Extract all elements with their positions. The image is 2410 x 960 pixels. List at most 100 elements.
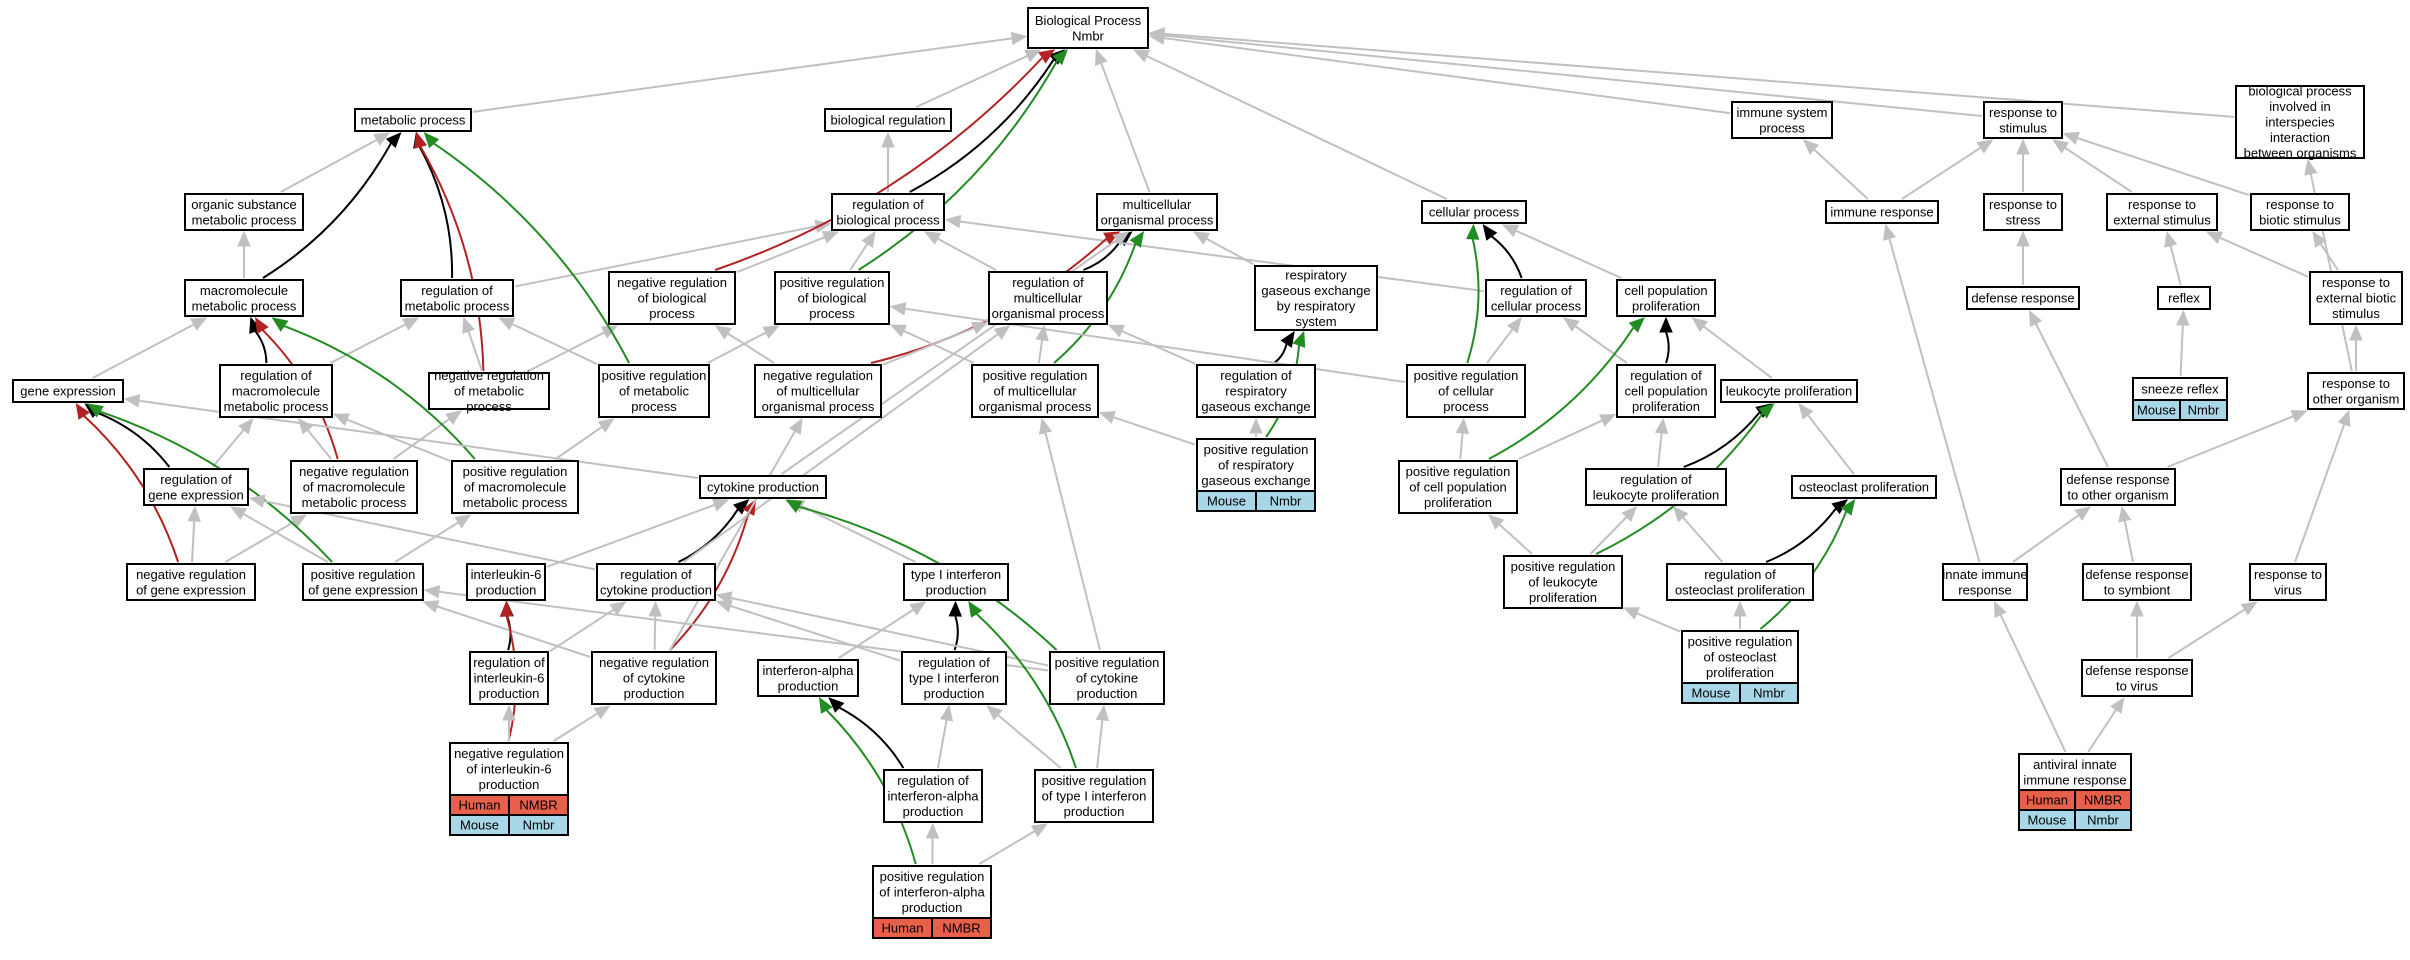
node-box [1666, 563, 1814, 601]
node-label-line: process [631, 399, 677, 414]
edge-arrowhead [597, 418, 615, 433]
go-term-op[interactable]: osteoclast proliferation [1791, 475, 1937, 499]
node-label-line: response to [2254, 567, 2322, 582]
node-label-line: production [476, 582, 537, 597]
node-box [219, 364, 333, 418]
node-label-line: organismal process [1101, 212, 1214, 227]
go-term-cp[interactable]: cellular process [1421, 200, 1527, 224]
go-term-ge[interactable]: gene expression [12, 379, 124, 403]
go-term-reflex[interactable]: reflex [2157, 286, 2211, 310]
node-box [1942, 563, 2028, 601]
go-term-br[interactable]: biological regulation [824, 108, 952, 132]
edge-line [1466, 238, 1480, 364]
edge-arrowhead [290, 514, 308, 529]
go-term-sr[interactable]: sneeze reflex [2132, 377, 2228, 401]
go-term-dr[interactable]: defense response [1966, 286, 2080, 310]
node-box [598, 364, 710, 418]
go-term-lp[interactable]: leukocyte proliferation [1720, 379, 1858, 403]
edge-isa-prcpp-rcpp [1518, 414, 1617, 460]
edge-line [2219, 236, 2309, 278]
edge-isa-iir-ir [1882, 223, 1981, 563]
node-label-line: metabolic process [463, 495, 568, 510]
go-term-mp[interactable]: metabolic process [354, 108, 472, 132]
node-label-line: respiratory [1225, 384, 1287, 399]
edge-line [2167, 608, 2246, 659]
node-label-line: biological regulation [831, 113, 946, 128]
node-box [449, 742, 569, 796]
node-label-line: negative regulation [599, 655, 709, 670]
edge-line [1518, 419, 1603, 460]
node-label-line: process [1443, 399, 1489, 414]
node-label-line: cellular process [1491, 298, 1582, 313]
edge-arrowhead [1292, 330, 1306, 348]
edge-isa-op-lp [1798, 402, 1855, 475]
edge-line [2076, 137, 2250, 197]
edge-arrowhead [1035, 324, 1049, 342]
node-label-line: between organisms [2244, 146, 2357, 161]
node-box [1049, 651, 1165, 705]
go-term-ir[interactable]: immune response [1825, 200, 1939, 224]
go-term-cytp[interactable]: cytokine production [699, 475, 827, 499]
edge-line [2064, 146, 2133, 193]
edge-isa-sr-reflex [2176, 309, 2190, 377]
edge-arrowhead [1112, 231, 1130, 246]
